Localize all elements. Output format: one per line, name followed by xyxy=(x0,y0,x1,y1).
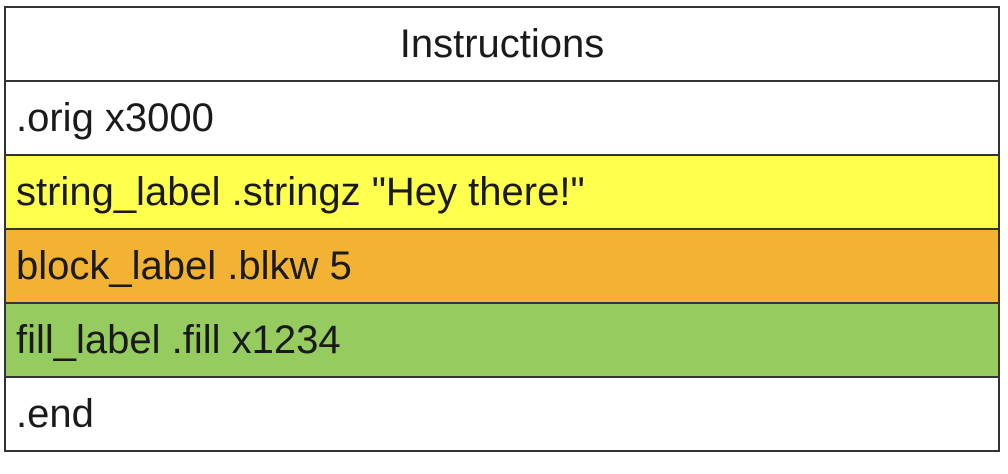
table-header: Instructions xyxy=(4,6,1000,82)
row-stringz: string_label .stringz "Hey there!" xyxy=(4,154,1000,230)
instructions-table: Instructions .orig x3000 string_label .s… xyxy=(4,6,1000,452)
row-blkw: block_label .blkw 5 xyxy=(4,228,1000,304)
row-fill: fill_label .fill x1234 xyxy=(4,302,1000,378)
row-orig: .orig x3000 xyxy=(4,80,1000,156)
table-row: string_label .stringz "Hey there!" xyxy=(4,154,1000,230)
table-row: .orig x3000 xyxy=(4,80,1000,156)
table-row: fill_label .fill x1234 xyxy=(4,302,1000,378)
table-row: .end xyxy=(4,376,1000,452)
row-end: .end xyxy=(4,376,1000,452)
table-row: block_label .blkw 5 xyxy=(4,228,1000,304)
table-header-row: Instructions xyxy=(4,6,1000,82)
